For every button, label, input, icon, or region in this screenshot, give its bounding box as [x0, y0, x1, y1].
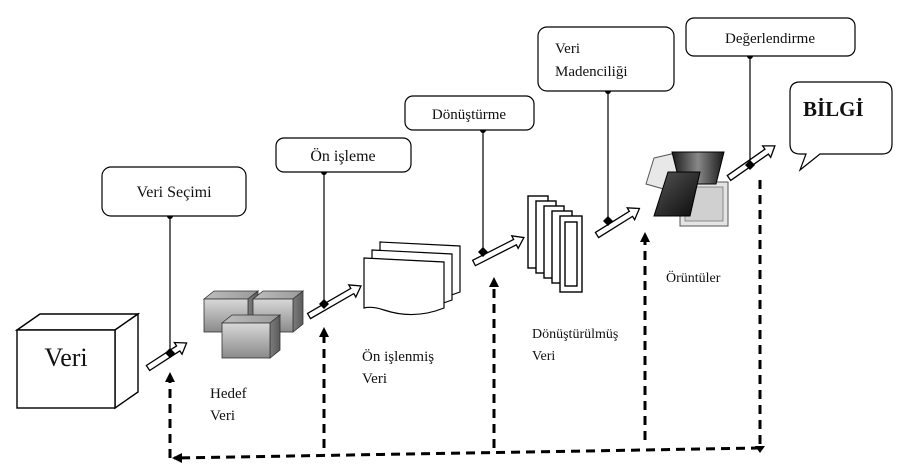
step-selection: Veri Seçimi — [101, 166, 247, 217]
document-stack-icon — [363, 241, 461, 316]
frame-stack-icon — [527, 195, 583, 293]
feedback-loop — [168, 180, 762, 460]
pattern-shapes-icon — [645, 151, 729, 227]
step-evaluation-label: Değerlendirme — [725, 31, 815, 47]
step-mining-label-line1: Veri — [555, 41, 580, 57]
arrow-3 — [471, 235, 525, 267]
data-label: Veri — [44, 343, 87, 372]
cube-icon — [14, 312, 141, 410]
step-selection-label: Veri Seçimi — [136, 184, 212, 201]
stacked-cubes-icon — [202, 290, 305, 359]
step-evaluation: Değerlendirme — [685, 17, 856, 57]
patterns-label: Örüntüler — [666, 269, 721, 286]
step-mining: Veri Madenciliği — [537, 26, 675, 92]
target-data-label-line2: Veri — [210, 408, 235, 424]
feedback-arrowheads — [165, 232, 765, 463]
arrow-1 — [145, 341, 188, 372]
step-preprocessing: Ön işleme — [275, 137, 412, 173]
target-data-label-line1: Hedef — [210, 386, 247, 402]
step-mining-label-line2: Madenciliği — [555, 64, 627, 80]
transformed-data-label-line1: Dönüştürülmüş — [532, 327, 618, 342]
arrow-2 — [306, 284, 362, 320]
knowledge-label: BİLGİ — [803, 97, 864, 121]
callout-connectors — [169, 56, 751, 353]
transformed-data-label-line2: Veri — [532, 349, 555, 364]
speech-bubble-icon — [789, 81, 893, 172]
flow-arrows — [145, 145, 776, 372]
preprocessed-data-label-line2: Veri — [362, 371, 387, 387]
preprocessed-data-label-line1: Ön işlenmiş — [362, 348, 434, 365]
step-transformation-label: Dönüştürme — [432, 107, 507, 123]
arrow-4 — [594, 207, 641, 239]
step-preprocessing-label: Ön işleme — [310, 147, 375, 165]
step-transformation: Dönüştürme — [404, 95, 535, 131]
